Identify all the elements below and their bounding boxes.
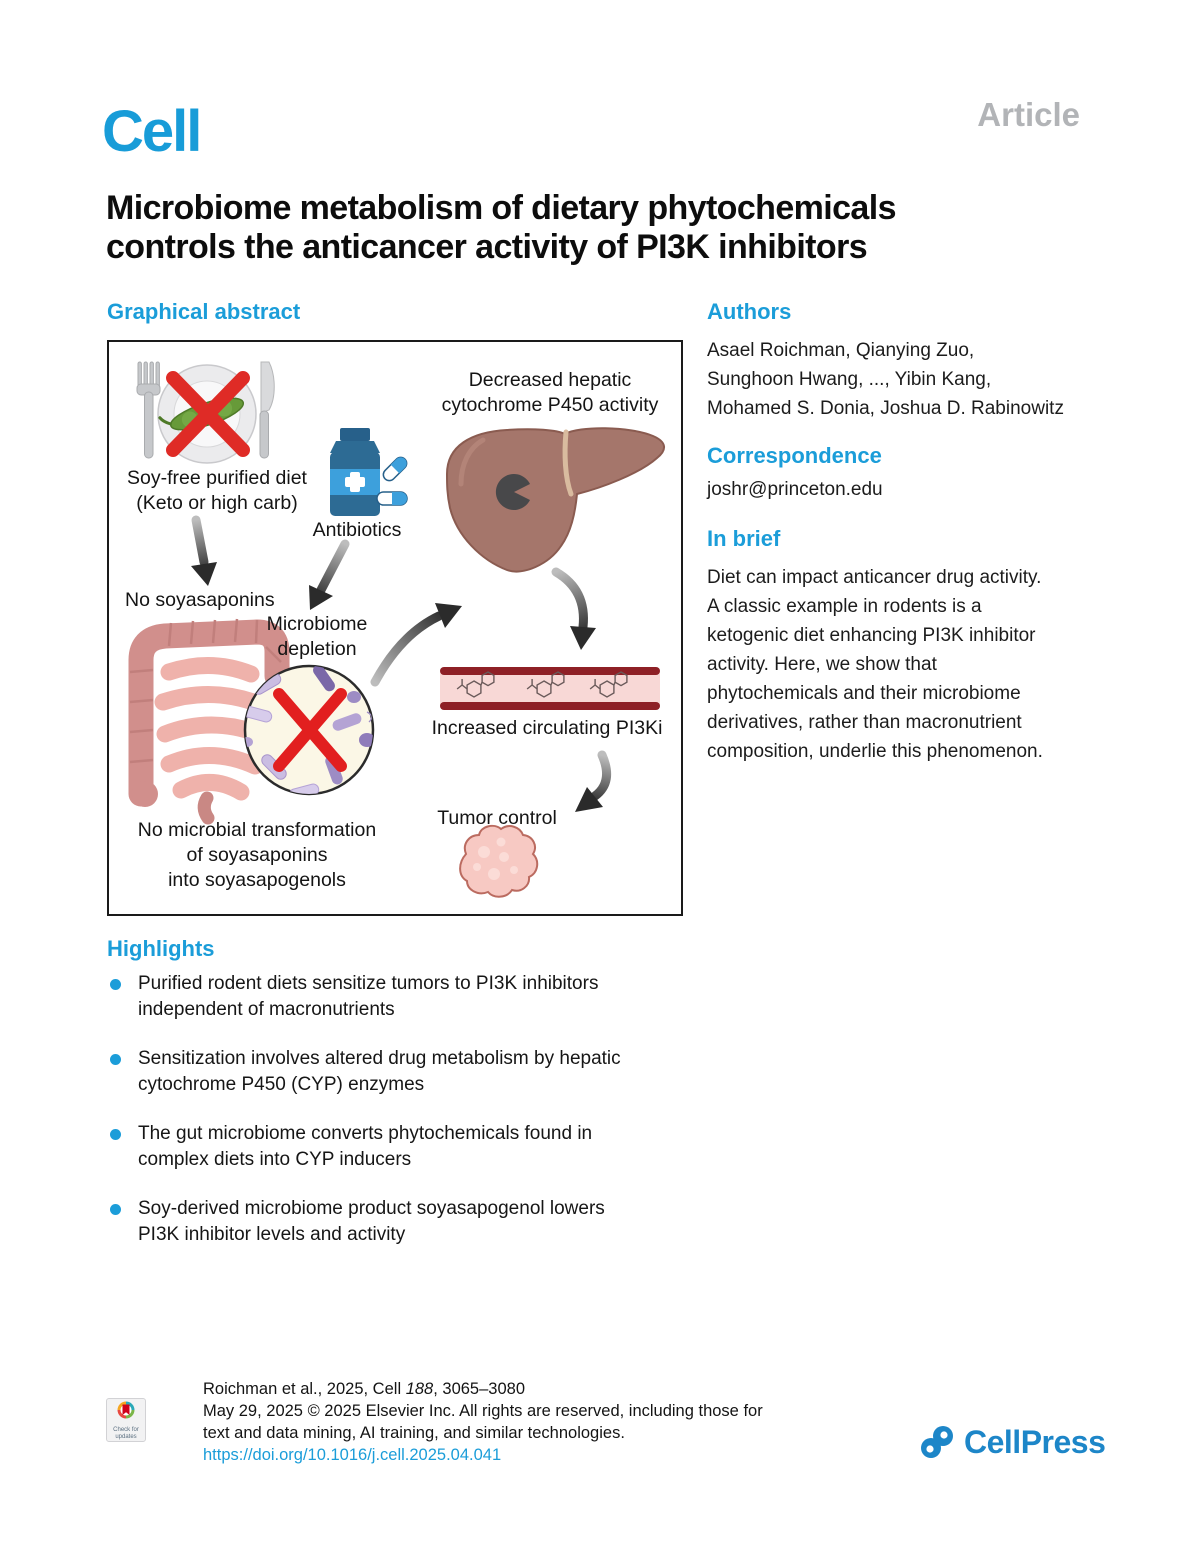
molecule-icon [456, 671, 628, 698]
crossed-out-microbiome-icon [273, 688, 347, 772]
article-type-label: Article [977, 96, 1080, 133]
correspondence-heading: Correspondence [707, 443, 882, 468]
label-antibiotics: Antibiotics [312, 519, 402, 541]
microbiome-depletion-icon [243, 664, 375, 796]
cell-journal-logo: Cell [102, 99, 202, 164]
curved-arrow-microbiome-to-liver [370, 603, 462, 687]
decreased-activity-icon [495, 474, 530, 510]
highlight-item: The gut microbiome converts phytochemica… [110, 1121, 690, 1173]
in-brief-heading: In brief [707, 526, 781, 551]
label-decreased-hepatic: Decreased hepatic cytochrome P450 activi… [441, 369, 659, 416]
arrow-diet-to-no-soyasaponins [191, 515, 217, 586]
author-names: Asael Roichman, Qianying Zuo, Sunghoon H… [707, 340, 1064, 419]
doi-link[interactable]: https://doi.org/10.1016/j.cell.2025.04.0… [203, 1446, 502, 1464]
check-for-updates-badge[interactable]: Check for updates [106, 1398, 146, 1442]
knife-icon [259, 361, 275, 459]
bullet-dot-icon [110, 1129, 121, 1140]
tumor-icon [459, 824, 539, 898]
label-increased-circulating: Increased circulating PI3Ki [431, 717, 663, 739]
title-line-2: controls the anticancer activity of PI3K… [106, 228, 868, 266]
liver-icon [445, 427, 665, 573]
bullet-dot-icon [110, 1204, 121, 1215]
curved-arrow-liver-to-vessel [551, 567, 596, 650]
copyright-line-1: May 29, 2025 © 2025 Elsevier Inc. All ri… [203, 1402, 763, 1420]
title-line-1: Microbiome metabolism of dietary phytoch… [106, 189, 897, 227]
crossmark-icon [117, 1401, 135, 1419]
graphical-abstract-artwork [128, 361, 665, 898]
cellpress-logo-icon [921, 1426, 953, 1458]
highlight-item: Sensitization involves altered drug meta… [110, 1046, 690, 1098]
fork-icon [136, 361, 161, 459]
label-microbiome-depletion: Microbiome depletion [266, 613, 368, 660]
label-tumor-control: Tumor control [437, 807, 557, 829]
crossed-out-diet-icon [166, 371, 250, 457]
correspondence-email: joshr@princeton.edu [707, 479, 883, 500]
arrow-antibiotics-to-microbiome [309, 539, 350, 610]
graphical-abstract-figure: Soy-free purified diet (Keto or high car… [107, 340, 683, 916]
highlights-heading: Highlights [107, 936, 215, 961]
blood-vessel-icon [440, 667, 660, 710]
bullet-dot-icon [110, 979, 121, 990]
graphical-abstract-heading: Graphical abstract [107, 299, 301, 324]
citation-line: Roichman et al., 2025, Cell 188, 3065–30… [203, 1380, 525, 1398]
authors-heading: Authors [707, 299, 792, 324]
place-setting-icon [136, 361, 275, 464]
in-brief-text: Diet can impact anticancer drug activity… [707, 567, 1043, 762]
bacteria-icon [245, 666, 373, 794]
pill-capsule-icon [382, 456, 408, 482]
highlight-text: Soy-derived microbiome product soyasapog… [138, 1198, 605, 1245]
highlight-item: Soy-derived microbiome product soyasapog… [110, 1196, 690, 1248]
cellpress-logo-text: CellPress [964, 1423, 1106, 1460]
badge-line1: Check for [113, 1427, 139, 1433]
curved-arrow-vessel-to-tumor [575, 750, 612, 812]
label-no-soyasaponins: No soyasaponins [125, 589, 275, 611]
highlight-text: The gut microbiome converts phytochemica… [138, 1123, 593, 1170]
copyright-line-2: text and data mining, AI training, and s… [203, 1424, 625, 1442]
label-no-transformation: No microbial transformation of soyasapon… [137, 819, 377, 891]
paper-title: Microbiome metabolism of dietary phytoch… [106, 189, 1106, 267]
highlight-text: Purified rodent diets sensitize tumors t… [138, 973, 599, 1020]
bullet-dot-icon [110, 1054, 121, 1065]
pill-capsule-icon [376, 491, 408, 506]
volume-number: 188 [405, 1380, 434, 1398]
cellpress-logo: CellPress [916, 1422, 1106, 1462]
antibiotics-icon [330, 428, 408, 516]
highlight-item: Purified rodent diets sensitize tumors t… [110, 971, 690, 1023]
citation-block: Roichman et al., 2025, Cell 188, 3065–30… [203, 1378, 763, 1466]
highlight-text: Sensitization involves altered drug meta… [138, 1048, 621, 1095]
label-soy-free-diet: Soy-free purified diet (Keto or high car… [127, 467, 307, 514]
badge-line2: updates [115, 1434, 137, 1440]
